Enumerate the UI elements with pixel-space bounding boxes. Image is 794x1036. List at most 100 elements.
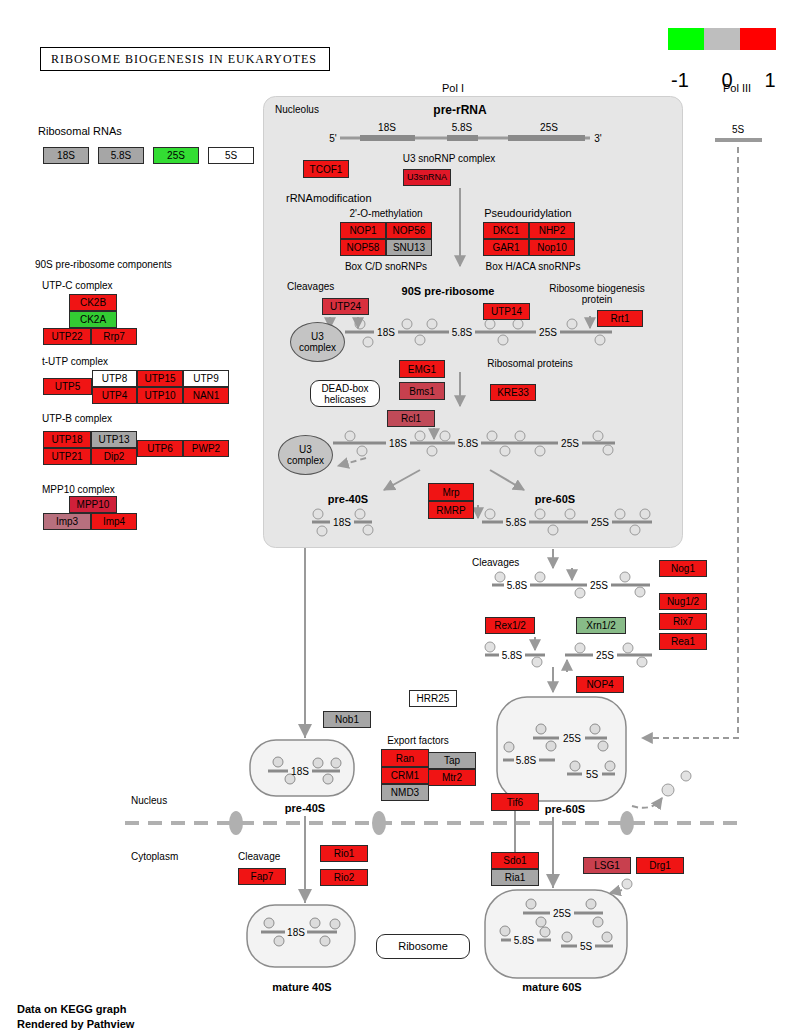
illustration-path — [566, 660, 568, 672]
node-text: Ribosome — [398, 940, 448, 952]
gene-box: 18S — [43, 147, 89, 164]
node-text: 18S — [57, 150, 75, 161]
particle-svg — [483, 888, 629, 995]
particle-line — [567, 773, 582, 776]
illustration-g — [330, 188, 590, 692]
node-text: Drg1 — [649, 860, 671, 871]
node-text: TCOF1 — [310, 164, 343, 175]
illustration-circle — [595, 335, 605, 345]
particle-heading: pre-40S — [285, 802, 325, 814]
gene-box: NOP56 — [386, 222, 432, 239]
text-label: 25S — [561, 438, 579, 449]
particle-circle — [540, 927, 550, 937]
node-text: UTP6 — [147, 443, 173, 454]
node-text: Tap — [444, 755, 460, 766]
illustration-circle — [485, 642, 495, 652]
node-text: Nob1 — [335, 714, 359, 725]
illustration-circle — [427, 319, 437, 329]
particle-circle — [331, 758, 341, 768]
illustration-circle — [363, 337, 373, 347]
text-label: Cleavage — [238, 851, 280, 862]
gene-box: 5.8S — [98, 147, 144, 164]
illustration-circle — [500, 446, 510, 456]
illustration-line — [481, 442, 558, 445]
text-label: Data on KEGG graph — [17, 1003, 126, 1015]
illustration-line — [525, 654, 545, 657]
illustration-path — [552, 667, 554, 692]
text-label: MPP10 complex — [42, 484, 115, 495]
particle-circle — [536, 917, 546, 927]
illustration-ellipse — [229, 811, 243, 835]
text-label: 25S — [539, 327, 557, 338]
node-text: UTP22 — [51, 331, 82, 342]
legend-text: 1 — [764, 69, 775, 91]
rrna-label: 5.8S — [514, 935, 535, 946]
illustration-circle — [532, 657, 542, 667]
node-text: Rea1 — [671, 636, 695, 647]
node-text: NHP2 — [539, 225, 566, 236]
text-label: 25S — [596, 650, 614, 661]
illustration-circle — [630, 525, 640, 535]
illustration-path — [632, 798, 662, 808]
gene-box: CRM1 — [381, 767, 429, 784]
node-text: Mrp — [442, 487, 459, 498]
particle-circle — [593, 917, 603, 927]
illustration-line — [617, 654, 652, 657]
text-label: 90S pre-ribosome — [402, 285, 495, 297]
illustration-line — [312, 521, 330, 524]
illustration-circle — [495, 572, 505, 582]
gene-box: Rio2 — [320, 869, 368, 886]
text-label: Pol I — [442, 82, 464, 94]
gene-box: RMRP — [428, 501, 474, 519]
particle-circle — [310, 918, 320, 928]
node-text: EMG1 — [408, 364, 436, 375]
illustration-circle — [623, 643, 633, 653]
illustration-line — [560, 331, 612, 334]
node-text: DKC1 — [493, 225, 520, 236]
legend-swatch — [704, 28, 740, 50]
node-text: KRE33 — [497, 387, 529, 398]
text-label: pre-rRNA — [433, 104, 486, 117]
particle-rect — [250, 740, 354, 796]
particle-line — [537, 939, 551, 942]
gene-box: Rcl1 — [387, 410, 435, 427]
gene-box: NHP2 — [529, 222, 575, 239]
illustration-line — [582, 442, 615, 445]
ribosome-particle: 18Smature 40S — [245, 903, 357, 995]
text-label: 5S — [732, 124, 744, 135]
text-label: UTP-C complex — [42, 280, 113, 291]
illustration-path — [459, 188, 461, 266]
node-text: NAN1 — [193, 390, 220, 401]
illustration-circle — [355, 319, 365, 329]
particle-circle — [504, 742, 514, 752]
node-text: UTP8 — [102, 373, 128, 384]
illustration-circle — [440, 431, 450, 441]
gene-box: TCOF1 — [303, 160, 349, 178]
node-text: 5S — [225, 150, 237, 161]
node-text: LSG1 — [594, 860, 620, 871]
gene-box: NOP4 — [576, 676, 624, 693]
text-label: Rendered by Pathview — [17, 1018, 134, 1030]
node-text: Rix7 — [673, 616, 693, 627]
illustration-path — [384, 470, 420, 490]
text-label: Box C/D snoRNPs — [345, 261, 427, 272]
illustration-path — [571, 568, 573, 580]
illustration-line — [398, 331, 449, 334]
gene-box: Rea1 — [659, 633, 707, 650]
illustration-path — [357, 317, 359, 328]
rounded-box: Ribosome — [376, 934, 470, 959]
gene-box: 5S — [208, 147, 254, 164]
node-text: Nop10 — [537, 242, 566, 253]
gene-box: U3snRNA — [403, 169, 451, 186]
particle-heading: mature 40S — [272, 981, 331, 993]
text-label: 25S — [590, 580, 608, 591]
particle-circle — [500, 926, 510, 936]
particle-circle — [590, 724, 600, 734]
gene-box: UTP14 — [483, 303, 530, 320]
connector — [304, 548, 306, 738]
node-text: NOP4 — [586, 679, 613, 690]
legend-swatch — [740, 28, 776, 50]
connector — [552, 817, 554, 888]
panel-heading: Nucleolus — [275, 104, 319, 115]
illustration-path — [642, 147, 738, 738]
